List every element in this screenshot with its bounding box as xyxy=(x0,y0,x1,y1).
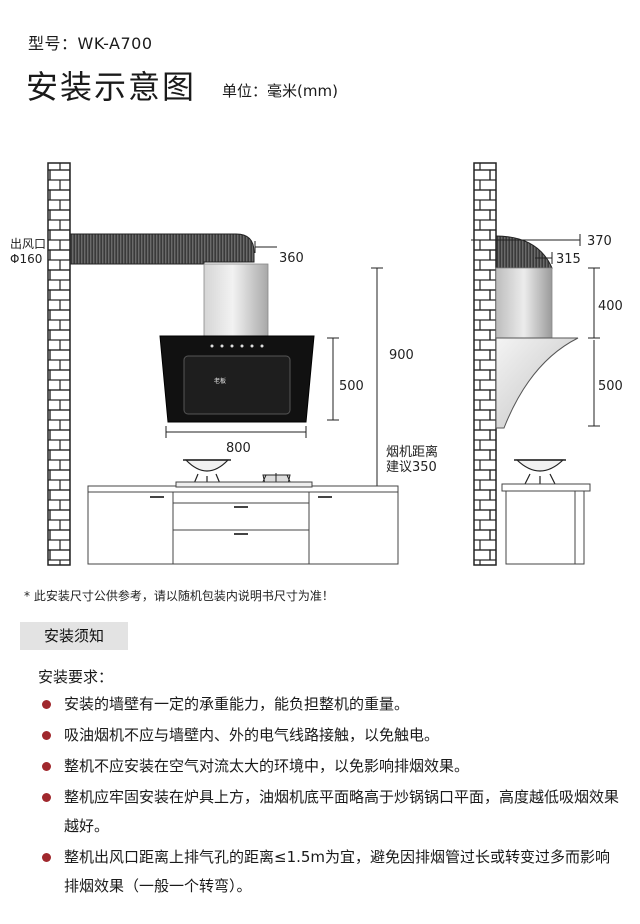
side-chimney xyxy=(495,267,553,339)
page-title: 安装示意图 xyxy=(26,68,197,106)
model-number: 型号：WK-A700 xyxy=(28,34,153,53)
bullet-icon xyxy=(42,731,51,740)
dim-width: 800 xyxy=(226,441,251,456)
outlet-label: 出风口 xyxy=(10,237,46,251)
side-brick-wall xyxy=(473,162,497,566)
dim-duct-front: 360 xyxy=(279,251,304,266)
requirement-text: 整机应牢固安装在炉具上方，油烟机底平面略高于炒锅锅口平面，高度越低吸烟效果越好。 xyxy=(64,788,620,835)
requirement-text: 整机出风口距离上排气孔的距离≤1.5m为宜，避免因排烟管过长或转变过多而影响排烟… xyxy=(64,848,611,895)
dim-total-height: 900 xyxy=(389,348,414,363)
list-item: 整机应牢固安装在炉具上方，油烟机底平面略高于炒锅锅口平面，高度越低吸烟效果越好。 xyxy=(40,783,620,841)
side-wok xyxy=(514,459,566,487)
requirement-text: 整机不应安装在空气对流太大的环境中，以免影响排烟效果。 xyxy=(64,757,470,775)
height-note-line2: 建议350 xyxy=(386,460,437,475)
bullet-icon xyxy=(42,700,51,709)
unit-label: 单位：毫米(mm) xyxy=(222,82,338,100)
front-chimney xyxy=(203,263,269,337)
dim-side-top: 370 xyxy=(587,234,612,249)
side-view: 370 315 400 500 xyxy=(471,162,623,566)
list-item: 整机不应安装在空气对流太大的环境中，以免影响排烟效果。 xyxy=(40,752,620,781)
bullet-icon xyxy=(42,853,51,862)
disclaimer-note: * 此安装尺寸公供参考，请以随机包装内说明书尺寸为准！ xyxy=(24,589,334,603)
front-exhaust-duct xyxy=(69,233,255,265)
outlet-size: Φ160 xyxy=(10,252,42,266)
list-item: 吸油烟机不应与墙壁内、外的电气线路接触，以免触电。 xyxy=(40,721,620,750)
requirements-heading: 安装要求： xyxy=(38,668,114,686)
hood-control-panel xyxy=(210,344,264,348)
front-cabinet xyxy=(87,481,399,565)
list-item: 整机出风口距离上排气孔的距离≤1.5m为宜，避免因排烟管过长或转变过多而影响排烟… xyxy=(40,843,620,901)
requirement-text: 吸油烟机不应与墙壁内、外的电气线路接触，以免触电。 xyxy=(64,726,440,744)
front-view: 出风口 Φ160 360 老板 500 800 900 烟机距离 建议3 xyxy=(10,162,438,566)
bullet-icon xyxy=(42,793,51,802)
dim-hood-height-front: 500 xyxy=(339,379,364,394)
side-hood-curve xyxy=(495,337,579,429)
side-exhaust-duct xyxy=(495,235,553,269)
installation-diagram: 出风口 Φ160 360 老板 500 800 900 烟机距离 建议3 xyxy=(10,162,623,566)
side-counter xyxy=(501,483,591,565)
list-item: 安装的墙壁有一定的承重能力，能负担整机的重量。 xyxy=(40,690,620,719)
front-brick-wall xyxy=(47,162,71,566)
dim-side-hood: 500 xyxy=(598,379,623,394)
requirement-text: 安装的墙壁有一定的承重能力，能负担整机的重量。 xyxy=(64,695,410,713)
dim-side-chimney: 400 xyxy=(598,299,623,314)
dim-side-duct: 315 xyxy=(556,252,581,267)
requirements-list: 安装的墙壁有一定的承重能力，能负担整机的重量。 吸油烟机不应与墙壁内、外的电气线… xyxy=(40,690,620,903)
bullet-icon xyxy=(42,762,51,771)
height-note-line1: 烟机距离 xyxy=(386,444,438,460)
section-title: 安装须知 xyxy=(20,622,128,650)
hood-brand-logo: 老板 xyxy=(214,377,226,385)
